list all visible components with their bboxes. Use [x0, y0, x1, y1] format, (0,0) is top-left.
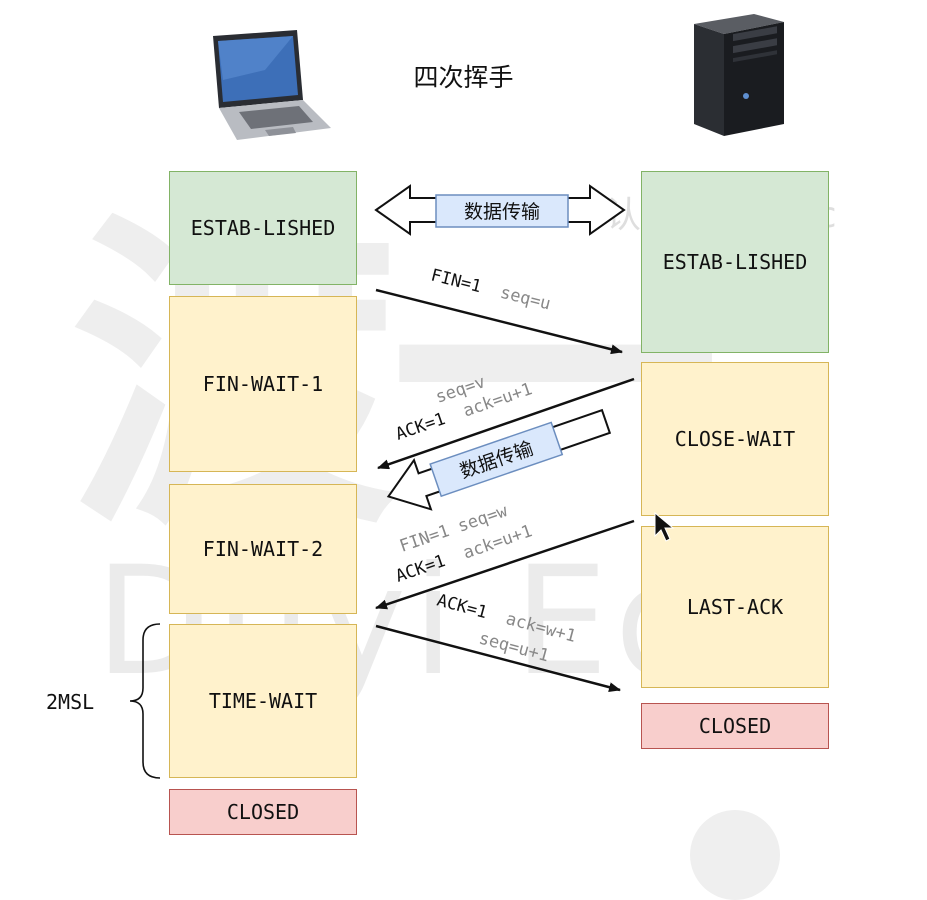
server-state-last-ack-label: LAST-ACK: [686, 595, 784, 619]
diagram-title: 四次挥手: [413, 63, 514, 92]
server-state-closed-label: CLOSED: [698, 714, 772, 738]
client-state-fin-wait-2: FIN-WAIT-2: [169, 484, 357, 614]
laptop-icon: [213, 30, 331, 140]
fin-arrow-client-to-server: [375, 288, 623, 355]
watermark-dot: [690, 810, 780, 900]
msg1-seq: seq=u: [498, 283, 553, 315]
data-transfer-label: 数据传输: [464, 201, 540, 223]
client-state-fin-wait-1-label: FIN-WAIT-1: [202, 372, 324, 396]
fin-ack-arrow-server-to-client: [375, 519, 635, 610]
msg3-ack-flag: ACK=1: [393, 551, 448, 587]
client-state-fin-wait-1: FIN-WAIT-1: [169, 296, 357, 472]
data-transfer-label-box: [435, 194, 569, 228]
ack-arrow-server-to-client: [377, 377, 635, 470]
client-state-time-wait: TIME-WAIT: [169, 624, 357, 778]
server-tower-icon: [694, 14, 784, 136]
msg1-fin: FIN=1: [429, 265, 484, 297]
server-state-close-wait: CLOSE-WAIT: [641, 362, 829, 516]
server-state-established-label: ESTAB-LISHED: [662, 250, 808, 274]
msg4-ack-flag: ACK=1: [435, 591, 490, 624]
server-state-last-ack: LAST-ACK: [641, 526, 829, 688]
client-state-established: ESTAB-LISHED: [169, 171, 357, 285]
server-state-closed: CLOSED: [641, 703, 829, 749]
client-state-time-wait-label: TIME-WAIT: [208, 689, 318, 713]
client-state-fin-wait-2-label: FIN-WAIT-2: [202, 537, 324, 561]
server-state-close-wait-label: CLOSE-WAIT: [674, 427, 796, 451]
time-wait-duration-label: 2MSL: [46, 690, 95, 714]
msg2-ack-flag: ACK=1: [393, 409, 448, 445]
time-wait-brace: [129, 623, 161, 779]
client-state-closed-label: CLOSED: [226, 800, 300, 824]
client-state-established-label: ESTAB-LISHED: [190, 216, 336, 240]
final-ack-arrow-client-to-server: [375, 624, 621, 693]
client-state-closed: CLOSED: [169, 789, 357, 835]
mouse-cursor-icon: [654, 511, 675, 542]
server-state-established: ESTAB-LISHED: [641, 171, 829, 353]
